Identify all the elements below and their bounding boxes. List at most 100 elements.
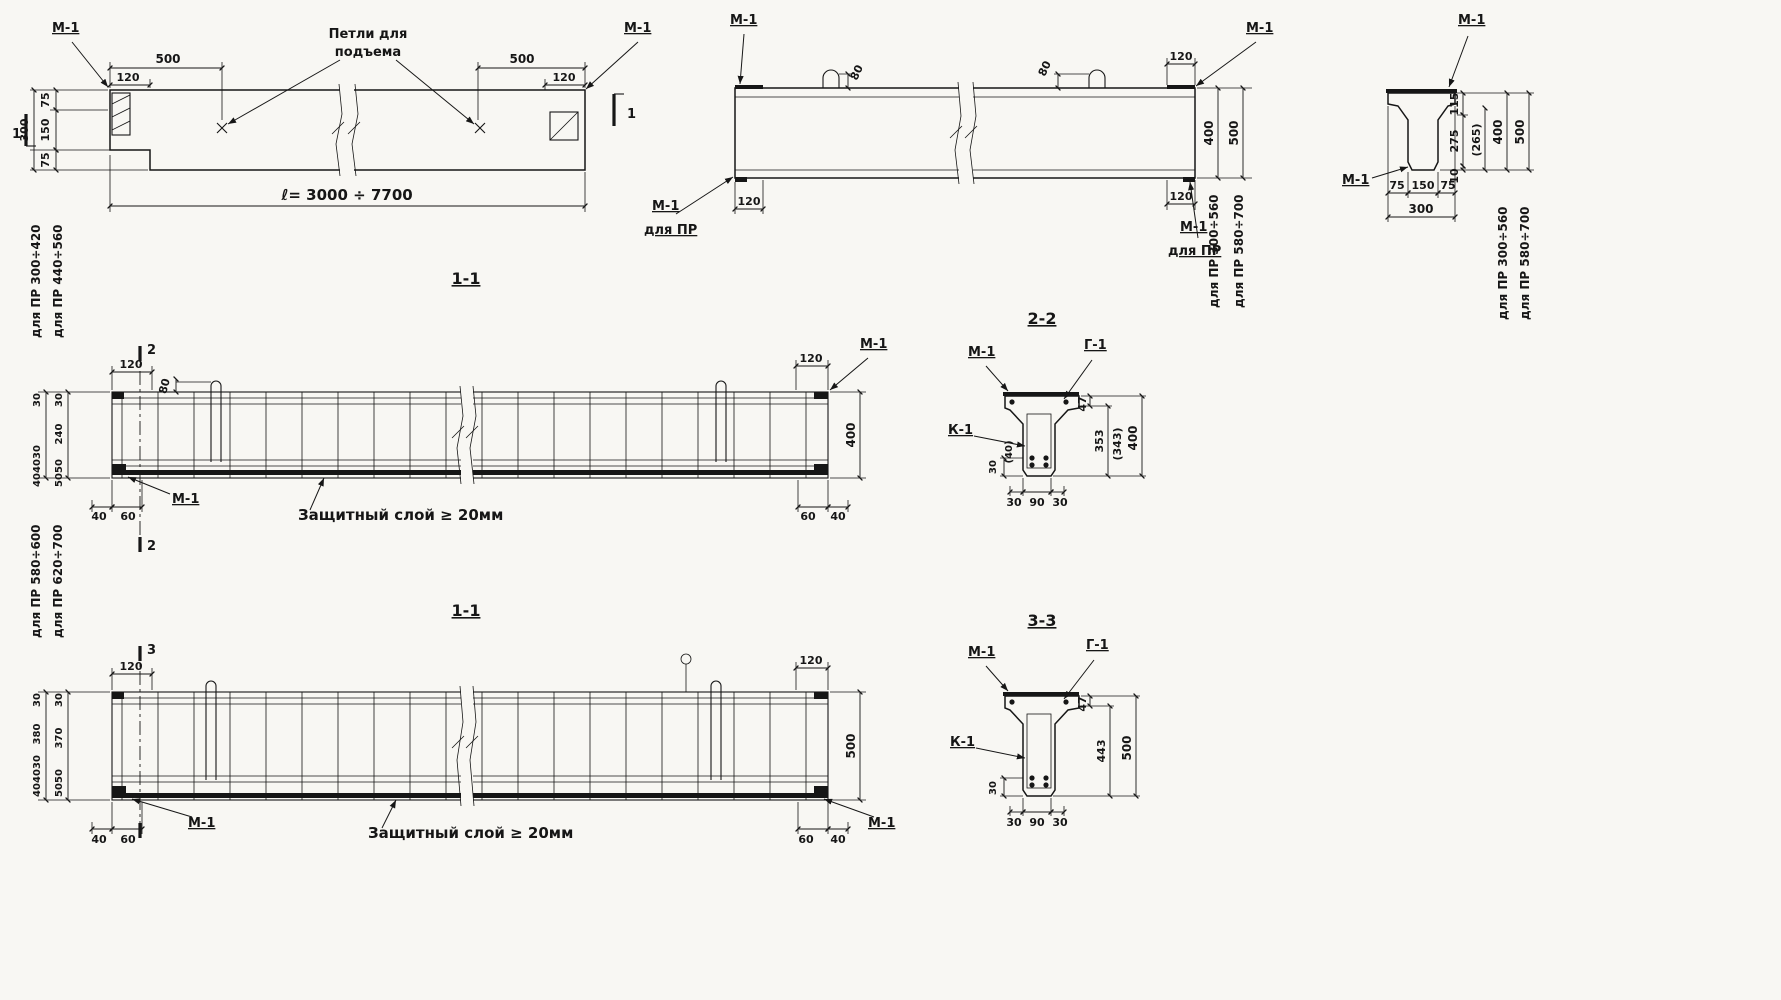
for-pr-label: для ПР <box>644 223 697 238</box>
dim-label: 443 <box>1095 740 1108 763</box>
dim-label: 30 <box>32 445 43 459</box>
cut-mark-label: 1 <box>12 127 21 142</box>
dim-label: 30 <box>988 781 999 795</box>
stirrup-k1 <box>1026 413 1052 469</box>
view-beam-profile: М-1 М-1 115 275 10 (265) 400 500 для ПР … <box>1342 13 1534 320</box>
dim-label: 400 <box>1202 120 1216 145</box>
view-beam-elevation: М-1 М-1 Петли для подъема 500 120 500 12… <box>12 21 651 212</box>
m1-leader <box>127 476 171 495</box>
m1-callout: М-1 <box>968 645 995 660</box>
beam-outline <box>734 81 1196 185</box>
lifting-loop <box>710 680 722 780</box>
dim-label: 60 <box>800 510 816 523</box>
lifting-loop <box>715 380 727 462</box>
cut-mark-label: 3 <box>147 643 156 658</box>
dim-label: 40 <box>32 783 43 797</box>
dim-label: 500 <box>1120 735 1134 760</box>
dim-label: 75 <box>1389 179 1404 192</box>
dim-label: 500 <box>155 52 180 66</box>
cut-mark-label: 2 <box>147 539 156 554</box>
pr-range-label: для ПР 580÷700 <box>1232 194 1246 308</box>
dim-label: 50 <box>54 769 65 783</box>
dim-label: 370 <box>54 728 65 749</box>
dim-label: 60 <box>120 510 136 523</box>
loops-leader-left <box>227 59 341 125</box>
reinforcement-cage <box>111 380 829 485</box>
dim-label: 380 <box>32 724 43 745</box>
m1-callout: М-1 <box>1458 13 1485 28</box>
rebar-dots <box>1009 699 1069 788</box>
m1-callout: М-1 <box>968 345 995 360</box>
m1-callout: М-1 <box>188 816 215 831</box>
dim-label: 40 <box>32 459 43 473</box>
m1-callout: М-1 <box>1180 220 1207 235</box>
dim-label: 50 <box>54 459 65 473</box>
m1-leader <box>675 176 734 215</box>
cover-note: Защитный слой ≥ 20мм <box>368 824 573 842</box>
dim-label: 40 <box>32 769 43 783</box>
dim-label: 500 <box>844 733 858 758</box>
end-embed-plate-left <box>111 92 131 136</box>
dim-label: 75 <box>1440 179 1455 192</box>
lifting-point-markers <box>216 122 486 134</box>
m1-leader <box>71 41 109 88</box>
dim-label: 50 <box>54 473 65 487</box>
section-title: 1-1 <box>452 269 481 288</box>
lifting-loop-eye <box>680 653 692 665</box>
stirrups <box>121 392 807 478</box>
dim-label: 30 <box>32 693 43 707</box>
m1-leader <box>985 665 1009 692</box>
dim-label: 47 <box>1076 396 1089 411</box>
dim-overall-length: ℓ= 3000 ÷ 7700 <box>280 186 412 204</box>
embed-plates <box>735 85 1195 182</box>
section-outline <box>1004 695 1080 797</box>
dim-label: 80 <box>156 377 173 395</box>
pr-range-label: для ПР 300÷420 <box>29 224 43 338</box>
pr-range-label: для ПР 620÷700 <box>51 524 65 638</box>
k1-leader <box>975 747 1026 760</box>
cover-note: Защитный слой ≥ 20мм <box>298 506 503 524</box>
dim-label: 120 <box>1170 50 1193 63</box>
m1-leader <box>131 798 193 818</box>
lifting-loops-label: подъема <box>335 45 401 60</box>
m1-callout: М-1 <box>52 21 79 36</box>
cut-mark-label: 2 <box>147 343 156 358</box>
dim-label: 150 <box>39 118 52 141</box>
dim-label: 115 <box>1448 93 1461 116</box>
pr-range-label: для ПР 580÷700 <box>1518 206 1532 320</box>
dim-label: 120 <box>800 352 823 365</box>
g1-callout: Г-1 <box>1086 638 1109 653</box>
k1-callout: К-1 <box>950 735 975 750</box>
dim-label: 10 <box>1448 168 1461 184</box>
lifting-loop <box>210 380 222 462</box>
dim-label: 500 <box>509 52 534 66</box>
dim-label: 80 <box>1036 59 1054 79</box>
view-section-2-2: 2-2 М-1 Г-1 К-1 47 353 (343) 400 30 (40) <box>948 309 1146 509</box>
dim-label: (265) <box>1470 123 1483 156</box>
dim-label: 500 <box>1513 119 1527 144</box>
m1-callout: М-1 <box>730 13 757 28</box>
section-outline <box>1004 395 1080 477</box>
dim-label: (40) <box>1004 440 1015 463</box>
m1-leader <box>1195 41 1257 87</box>
view-beam-plan: 80 80 М-1 М-1 М-1 для ПР М-1 для ПР 120 … <box>644 13 1273 308</box>
dim-label: 60 <box>120 833 136 846</box>
dim-label: 30 <box>54 393 65 407</box>
dim-label: 80 <box>848 63 866 83</box>
dim-label: 47 <box>1076 696 1089 711</box>
pr-range-label: для ПР 440÷560 <box>51 224 65 338</box>
dim-label: 75 <box>39 152 52 167</box>
section-cut-line-2: 2 2 <box>138 343 156 554</box>
beam-outline <box>109 83 586 177</box>
dim-label: 120 <box>800 654 823 667</box>
m1-callout: М-1 <box>1246 21 1273 36</box>
dim-label: 30 <box>32 755 43 769</box>
cover-leader <box>309 477 325 511</box>
m1-leader <box>1188 181 1199 239</box>
m1-callout: М-1 <box>860 337 887 352</box>
m1-leader <box>1371 166 1409 179</box>
dim-label: 30 <box>1006 816 1022 829</box>
dim-label: 60 <box>798 833 814 846</box>
